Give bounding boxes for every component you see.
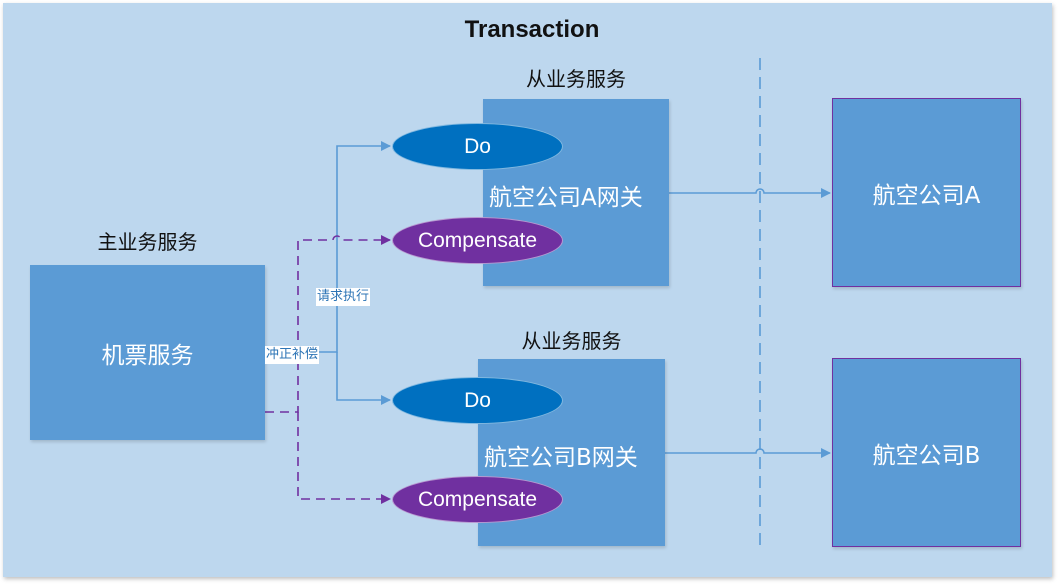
do-a-node[interactable]: Do: [392, 123, 563, 170]
gateway-a-to-airline-a-connector: [669, 188, 831, 198]
main-service-label: 机票服务: [101, 342, 194, 369]
compensate-b-label: Compensate: [417, 487, 538, 511]
airline-b-label: 航空公司B: [872, 442, 981, 469]
request-connector: [336, 352, 391, 405]
main-service-caption: 主业务服务: [97, 230, 198, 254]
request-connector: [265, 141, 391, 353]
request-edge-label: 请求执行: [316, 288, 371, 306]
gateway-a-label: 航空公司A网关: [489, 185, 643, 211]
compensate-edge-label: 冲正补偿: [265, 346, 320, 364]
do-a-label: Do: [464, 134, 491, 158]
compensate-a-node[interactable]: Compensate: [392, 217, 563, 264]
airline-a-box[interactable]: 航空公司A: [832, 98, 1021, 287]
sub-service-a-caption: 从业务服务: [526, 67, 626, 91]
compensate-a-label: Compensate: [417, 228, 538, 252]
main-service-box[interactable]: 机票服务: [30, 265, 265, 440]
do-b-label: Do: [464, 388, 491, 412]
do-b-node[interactable]: Do: [392, 377, 563, 424]
compensate-b-node[interactable]: Compensate: [392, 476, 563, 523]
compensate-connector: [297, 412, 391, 504]
diagram-title: Transaction: [464, 16, 600, 43]
compensate-connector: [265, 235, 391, 413]
gateway-b-to-airline-b-connector: [665, 448, 831, 458]
airline-a-label: 航空公司A: [872, 182, 981, 209]
sub-service-b-caption: 从业务服务: [521, 329, 622, 353]
airline-b-box[interactable]: 航空公司B: [832, 358, 1021, 547]
gateway-b-label: 航空公司B网关: [484, 445, 638, 471]
